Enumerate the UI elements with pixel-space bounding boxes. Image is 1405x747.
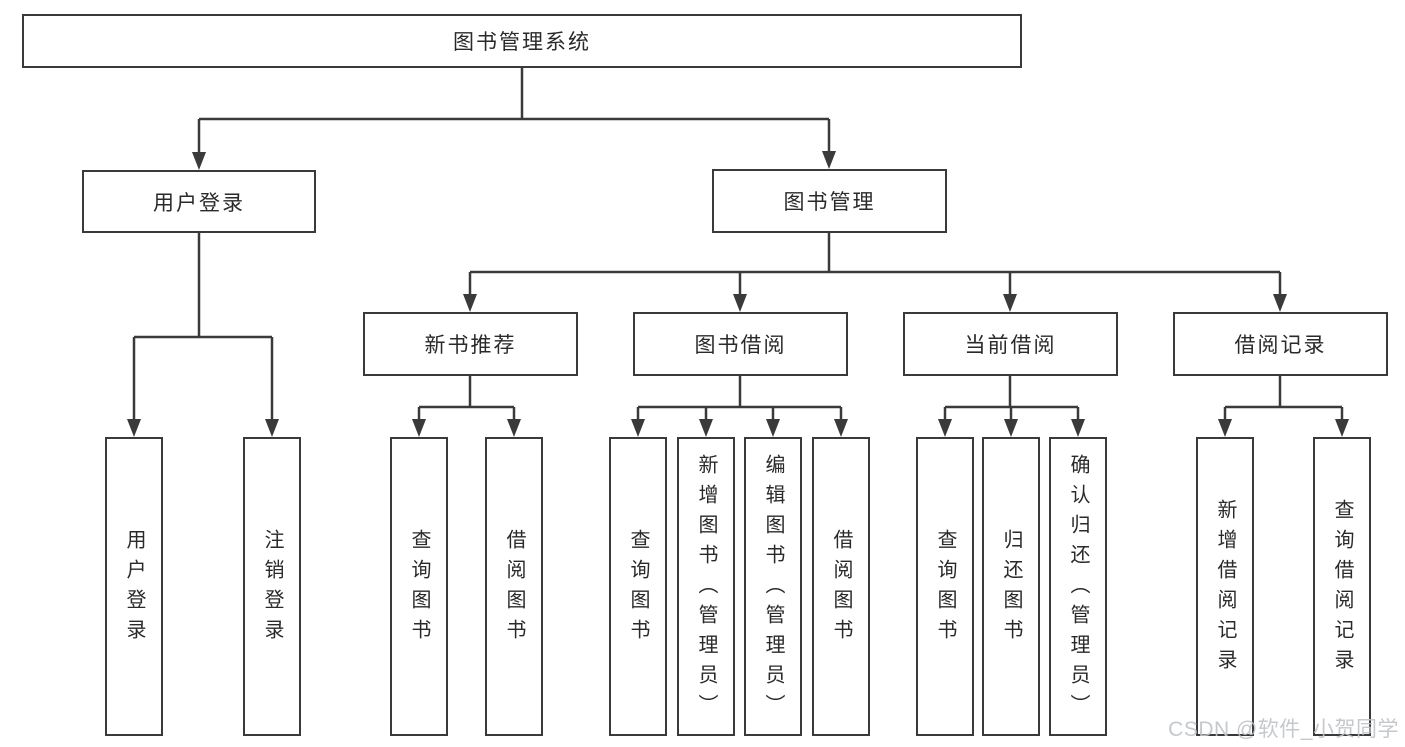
csdn-watermark: CSDN @软件_小贺同学 (1168, 718, 1399, 741)
leaf-return-books: 归还图书 (982, 437, 1040, 736)
leaf-query-books-current: 查询图书 (916, 437, 974, 736)
node-book-management: 图书管理 (712, 169, 947, 233)
leaf-query-books-recommend: 查询图书 (390, 437, 448, 736)
node-current-borrow: 当前借阅 (903, 312, 1118, 376)
leaf-query-books-borrow: 查询图书 (609, 437, 667, 736)
leaf-logout: 注销登录 (243, 437, 301, 736)
leaf-borrow-books: 借阅图书 (812, 437, 870, 736)
node-new-book-recommend: 新书推荐 (363, 312, 578, 376)
node-user-login: 用户登录 (82, 170, 316, 233)
leaf-borrow-books-recommend: 借阅图书 (485, 437, 543, 736)
leaf-confirm-return-admin: 确认归还（管理员） (1049, 437, 1107, 736)
leaf-user-login: 用户登录 (105, 437, 163, 736)
node-root-system: 图书管理系统 (22, 14, 1022, 68)
leaf-add-borrow-record: 新增借阅记录 (1196, 437, 1254, 736)
leaf-edit-books-admin: 编辑图书（管理员） (744, 437, 802, 736)
node-book-borrow: 图书借阅 (633, 312, 848, 376)
arrowheads (127, 151, 1349, 437)
leaf-query-borrow-record: 查询借阅记录 (1313, 437, 1371, 736)
leaf-add-books-admin: 新增图书（管理员） (677, 437, 735, 736)
node-borrow-records: 借阅记录 (1173, 312, 1388, 376)
